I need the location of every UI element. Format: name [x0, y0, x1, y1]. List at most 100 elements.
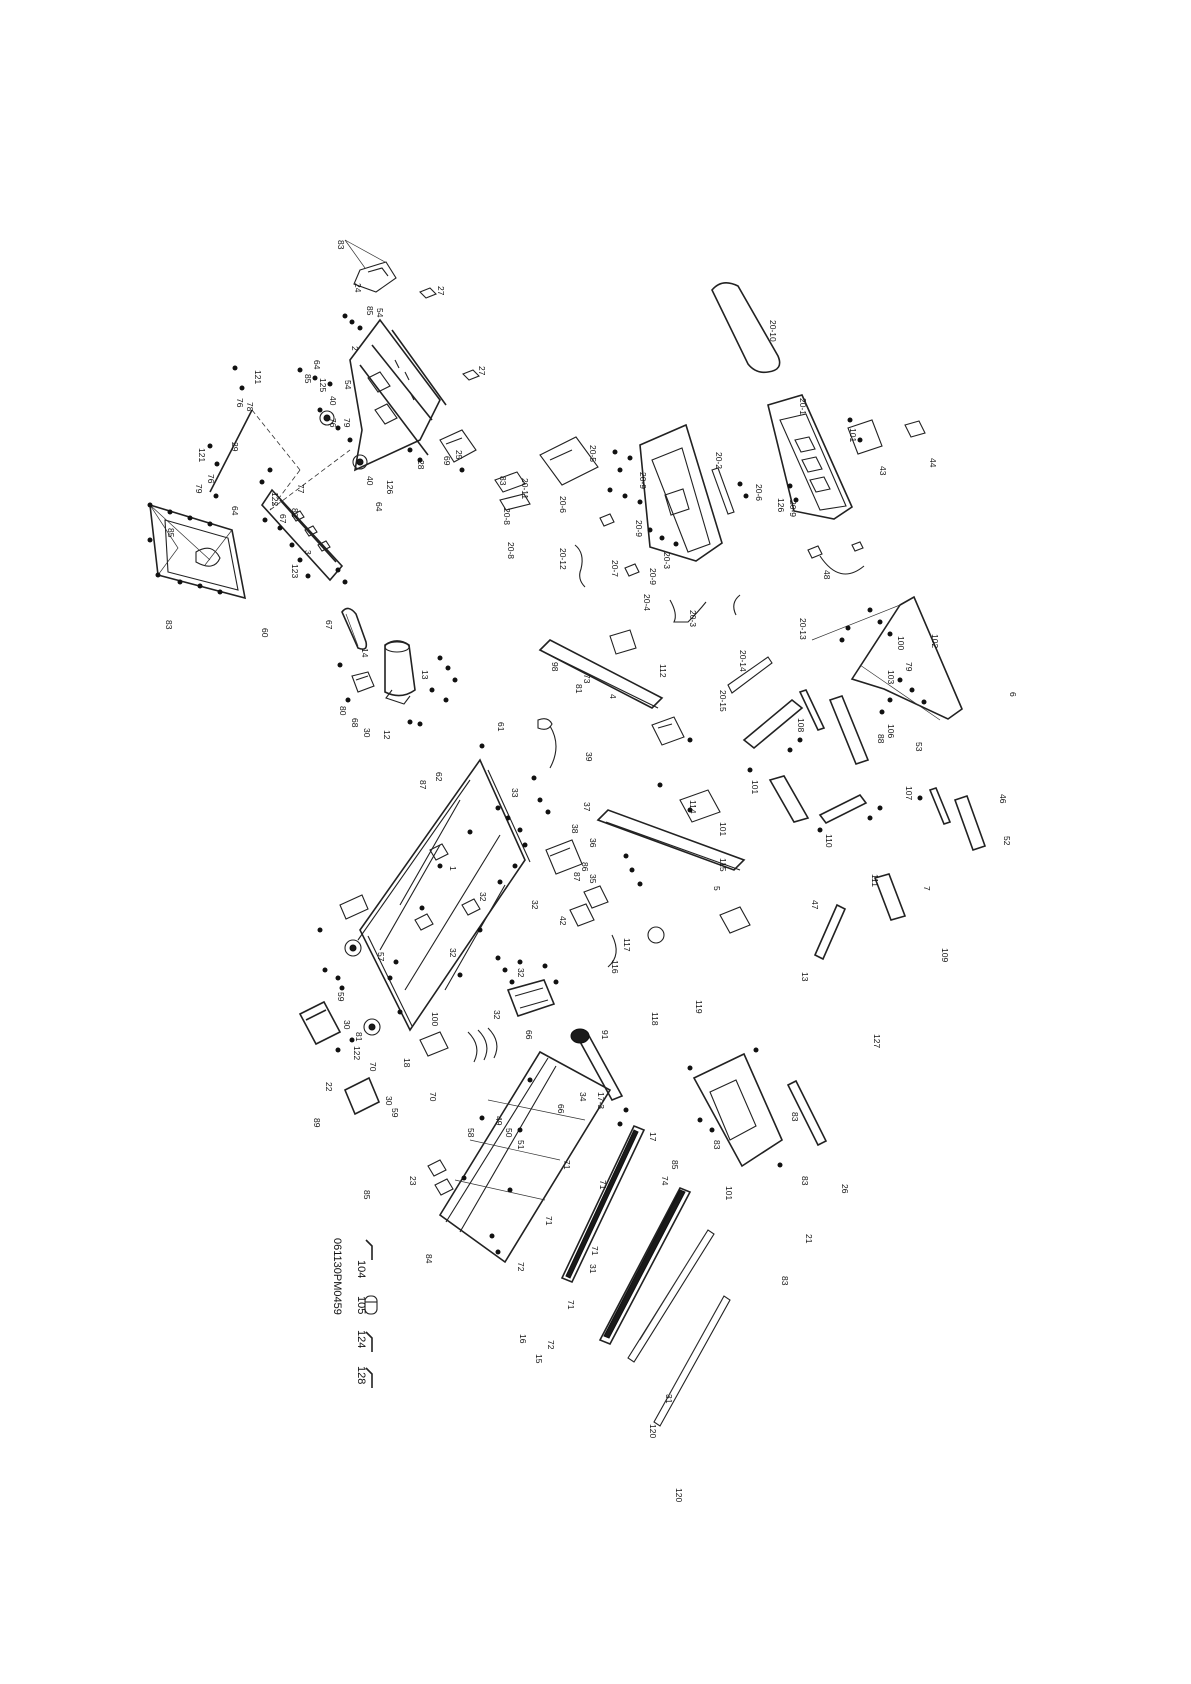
- l-bracket-icon: [365, 1331, 373, 1352]
- label-part-118: 118: [650, 1012, 660, 1026]
- label-part-47: 47: [810, 900, 820, 910]
- part-2-upright-frame: [349, 318, 447, 472]
- label-part-127: 127: [872, 1034, 882, 1048]
- label-part-125: 125: [318, 378, 328, 392]
- label-part-54: 54: [375, 308, 385, 318]
- label-part-117: 117: [622, 938, 632, 952]
- label-part-62: 62: [434, 772, 444, 782]
- label-part-42: 42: [558, 916, 568, 926]
- part-48-cable: [807, 541, 865, 575]
- part-number-labels: 83 24 27 85 54 2 27 64 85 54 125 40 76 7…: [164, 240, 1018, 1502]
- label-part-83: 83: [336, 240, 346, 250]
- label-part-121: 121: [253, 370, 263, 384]
- label-part-24: 24: [353, 283, 363, 293]
- label-part-70: 70: [368, 1062, 378, 1072]
- part-57-pad: [339, 894, 369, 920]
- label-part-103: 103: [886, 670, 896, 684]
- part-116-block: [569, 903, 595, 927]
- label-part-59: 59: [390, 1108, 400, 1118]
- label-part-29: 29: [230, 442, 240, 452]
- label-part-71: 71: [598, 1180, 608, 1190]
- deck-assembly: [427, 1047, 828, 1427]
- part-117-block: [583, 885, 609, 909]
- label-part-7: 7: [922, 886, 932, 891]
- label-part-20-3: 20-3: [662, 552, 672, 569]
- label-part-122: 122: [352, 1046, 362, 1060]
- label-part-40: 40: [328, 396, 338, 406]
- part-84-bracket: [427, 1159, 454, 1196]
- part-110-guard: [768, 775, 810, 823]
- label-part-120: 120: [674, 1488, 684, 1502]
- label-part-32: 32: [516, 968, 526, 978]
- label-part-20-1: 20-1: [798, 398, 808, 415]
- label-part-37: 37: [582, 802, 592, 812]
- part-20-5-panel: [539, 436, 599, 486]
- label-part-52: 52: [1002, 836, 1012, 846]
- part-31-belt: [560, 1124, 646, 1284]
- legend-number: 105: [355, 1296, 367, 1314]
- label-part-74: 74: [660, 1176, 670, 1186]
- part-127-bar: [813, 903, 847, 961]
- label-part-122: 122: [270, 492, 280, 506]
- part-25-bracket: [439, 429, 477, 463]
- label-part-20-15: 20-15: [718, 690, 728, 712]
- label-part-109: 109: [940, 948, 950, 962]
- part-119-wheel: [647, 926, 665, 944]
- part-120-strip-b: [653, 1295, 731, 1427]
- label-part-81: 81: [574, 684, 584, 694]
- part-23-end-cap: [343, 1076, 381, 1116]
- label-part-44: 44: [928, 458, 938, 468]
- label-part-50: 50: [504, 1128, 514, 1138]
- part-107-rail-b: [953, 794, 987, 852]
- legend-number: 124: [355, 1330, 367, 1348]
- label-part-4: 4: [608, 694, 618, 699]
- label-part-20-9: 20-9: [648, 568, 658, 585]
- label-part-31: 31: [588, 1264, 598, 1274]
- part-115-bracket: [679, 789, 721, 823]
- label-part-18: 18: [402, 1058, 412, 1068]
- label-part-83: 83: [790, 1112, 800, 1122]
- label-part-32: 32: [448, 948, 458, 958]
- label-part-116: 116: [610, 960, 620, 974]
- label-part-53: 53: [914, 742, 924, 752]
- label-part-85: 85: [303, 374, 313, 384]
- label-part-6: 6: [1008, 692, 1018, 697]
- label-part-112: 112: [658, 664, 668, 678]
- label-part-82: 82: [290, 508, 300, 518]
- label-part-20-14: 20-14: [738, 650, 748, 672]
- label-part-101: 101: [750, 780, 760, 794]
- label-part-69: 69: [442, 456, 452, 466]
- part-34-bracket: [506, 979, 556, 1018]
- part-14-drive-belt: [341, 607, 368, 650]
- part-16-deck: [438, 1050, 612, 1264]
- label-part-76: 76: [235, 398, 245, 408]
- label-part-40: 40: [365, 476, 375, 486]
- part-44-clip: [904, 420, 926, 438]
- legend-number: 104: [355, 1260, 367, 1278]
- label-part-20-11: 20-11: [520, 478, 530, 499]
- label-part-71: 71: [544, 1216, 554, 1226]
- label-part-108: 108: [796, 718, 806, 732]
- label-part-27: 27: [477, 366, 487, 376]
- label-part-51: 51: [516, 1140, 526, 1150]
- label-part-12: 12: [382, 730, 392, 740]
- label-part-34: 34: [578, 1092, 588, 1102]
- label-part-121: 121: [197, 448, 207, 462]
- label-part-20-7: 20-7: [610, 560, 620, 577]
- part-53-pad: [798, 689, 826, 731]
- part-39-sensor: [537, 718, 557, 769]
- label-part-101: 101: [724, 1186, 734, 1200]
- label-part-83: 83: [164, 620, 174, 630]
- label-part-73: 73: [582, 674, 592, 684]
- label-part-20-5: 20-5: [588, 445, 598, 462]
- label-part-71: 71: [562, 1160, 572, 1170]
- part-20-2-console-base: [639, 423, 723, 562]
- part-43-key: [847, 419, 883, 455]
- label-part-30: 30: [342, 1020, 352, 1030]
- label-part-107: 107: [904, 786, 914, 800]
- label-part-49: 49: [494, 1116, 504, 1126]
- label-part-20-8: 20-8: [502, 508, 512, 525]
- part-20-10-overlay: [711, 282, 781, 374]
- main-frame-assembly: [298, 718, 746, 1127]
- part-120-strip: [627, 1229, 715, 1363]
